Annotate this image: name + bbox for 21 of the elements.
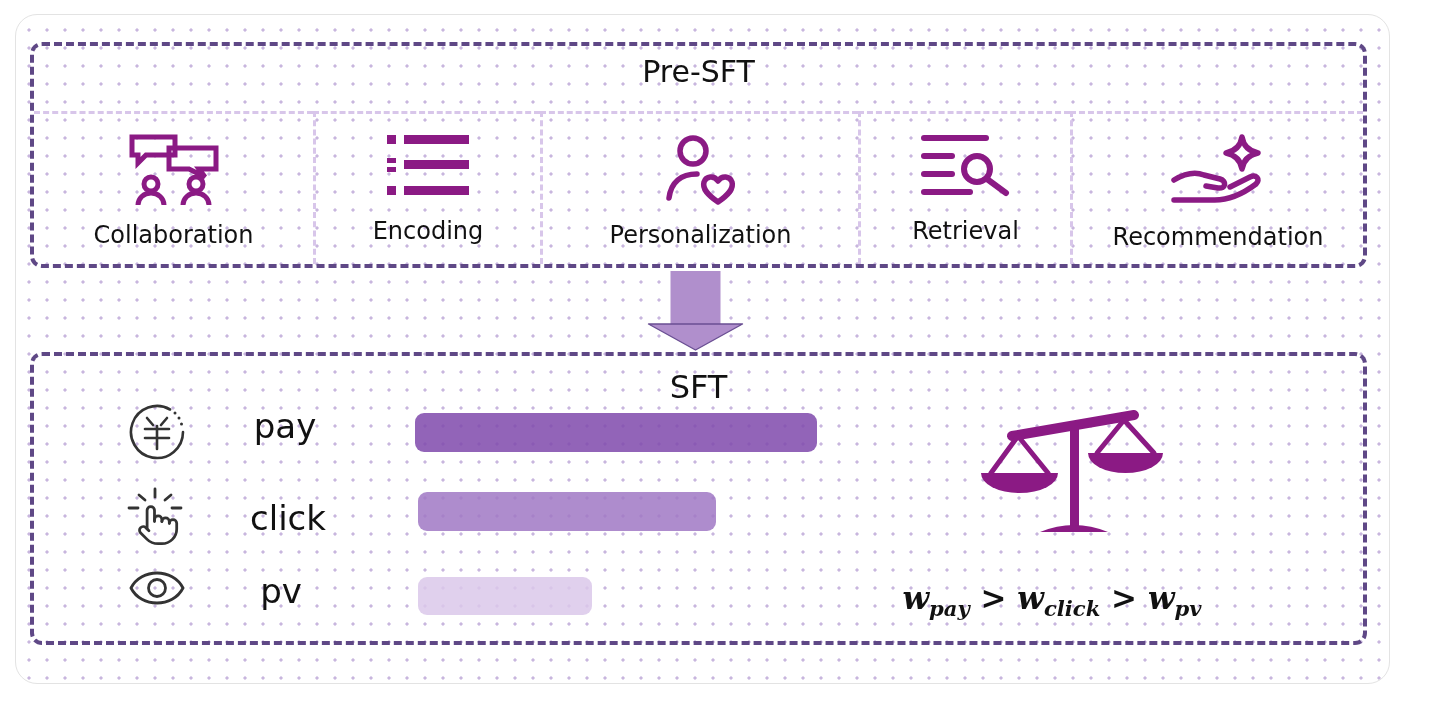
category-cell <box>540 111 858 264</box>
category-cell <box>858 111 1070 264</box>
dashed-panel <box>30 42 1367 268</box>
panel-title: Pre-SFT <box>642 54 755 90</box>
category-label: Encoding <box>372 216 484 246</box>
signal-label: pay <box>253 405 317 447</box>
weight-bar <box>418 492 716 531</box>
weight-bar <box>415 413 817 452</box>
category-label: Recommendation <box>1112 222 1324 252</box>
category-label: Collaboration <box>93 220 254 250</box>
panel-title: SFT <box>669 368 728 407</box>
signal-label: click <box>250 497 326 539</box>
category-cell <box>313 111 540 264</box>
weight-formula: w$_{pay}$ > w$_{click}$ > w$_{pv}$ <box>902 579 1202 620</box>
category-cell <box>1070 111 1363 264</box>
block-arrow <box>647 271 744 351</box>
category-label: Retrieval <box>912 216 1019 246</box>
weight-bar <box>418 577 592 615</box>
signal-label: pv <box>260 570 302 612</box>
dashed-panel <box>30 352 1367 645</box>
category-label: Personalization <box>609 220 792 250</box>
